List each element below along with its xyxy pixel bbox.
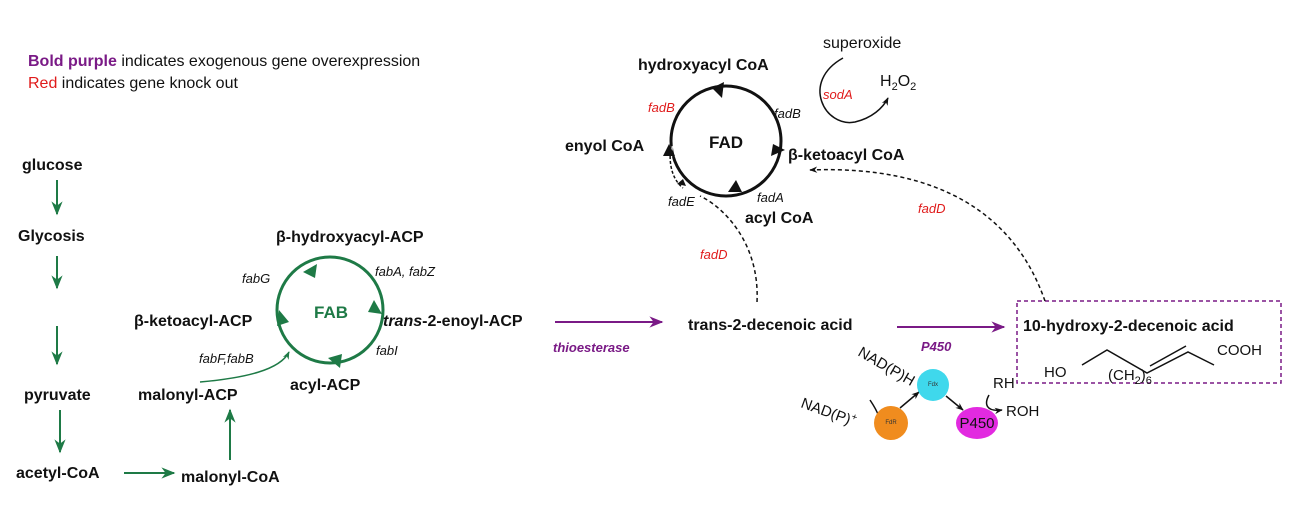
legend-line-2: Red indicates gene knock out xyxy=(28,75,238,92)
trans-2-decenoic-acid-label: trans-2-decenoic acid xyxy=(688,317,853,334)
h2o2-o: O xyxy=(898,73,910,90)
enoyl-rest: -2-enoyl-ACP xyxy=(422,313,523,330)
fdr-node xyxy=(874,406,908,440)
product-double-bond xyxy=(1149,345,1187,367)
nadph-label: NAD(P)H xyxy=(855,344,918,390)
h2o2-h: H xyxy=(880,73,892,90)
malonyl-acp-label: malonyl-ACP xyxy=(138,387,238,404)
fad-center-label: FAD xyxy=(709,133,743,152)
acyl-acp-label: acyl-ACP xyxy=(290,377,361,394)
pyruvate-label: pyruvate xyxy=(24,387,91,404)
rh-arrow xyxy=(985,394,1003,415)
fab-cycle-arrowhead-top xyxy=(303,264,317,278)
fadB-gene: fadB xyxy=(774,106,801,121)
fabG-gene: fabG xyxy=(242,271,270,286)
product-ch2: (CH2)6 xyxy=(1108,367,1152,387)
sodA-knockout-gene: sodA xyxy=(823,87,853,102)
acyl-coa-label: acyl CoA xyxy=(745,210,814,227)
p450-node xyxy=(956,407,998,439)
fadB-knockout-gene: fadB xyxy=(648,100,675,115)
fabI-gene: fabI xyxy=(376,343,398,358)
legend-bold-purple: Bold purple xyxy=(28,53,117,70)
glycosis-label: Glycosis xyxy=(18,228,85,245)
ch2-sub: 2 xyxy=(1135,375,1141,387)
ch2-close: ) xyxy=(1141,367,1146,384)
product-ho: HO xyxy=(1044,364,1067,381)
fad-cycle-arrowhead-right xyxy=(771,144,785,156)
acetyl-coa-label: acetyl-CoA xyxy=(16,465,100,482)
arrow-malonylacp-to-fab xyxy=(199,351,290,383)
thioesterase-gene: thioesterase xyxy=(553,340,630,355)
fade-arrowhead xyxy=(677,179,686,186)
fadA-gene: fadA xyxy=(757,190,784,205)
h2o2-sub-1: 2 xyxy=(892,81,898,93)
beta-hydroxyacyl-acp-label: β-hydroxyacyl-ACP xyxy=(276,229,424,246)
ch2-open: (CH xyxy=(1108,367,1135,384)
arrow-fdx-p450 xyxy=(945,395,964,411)
p450-gene: P450 xyxy=(921,339,952,354)
fab-cycle-arrowhead-left xyxy=(277,310,289,326)
nadp-plus: + xyxy=(850,412,859,424)
fad-cycle-arrowhead-top xyxy=(712,82,724,98)
product-label: 10-hydroxy-2-decenoic acid xyxy=(1023,318,1234,335)
fadD-knockout-gene-right: fadD xyxy=(918,201,945,216)
fad-cycle-arrowhead-left xyxy=(663,144,675,156)
enoyl-trans-italic: trans xyxy=(383,313,422,330)
rh-label: RH xyxy=(993,375,1015,392)
product-cooh: COOH xyxy=(1217,342,1262,359)
dashed-link-product-fad xyxy=(809,166,1046,302)
fabA-fabZ-gene: fabA, fabZ xyxy=(375,264,436,279)
superoxide-label: superoxide xyxy=(823,35,901,52)
fadE-gene: fadE xyxy=(668,194,695,209)
nadp-text: NAD(P) xyxy=(799,395,853,429)
fabF-fabB-gene: fabF,fabB xyxy=(199,351,254,366)
fad-cycle-dashed-segment xyxy=(669,145,684,189)
h2o2-label: H2O2 xyxy=(880,73,916,93)
trans-2-enoyl-acp-label: trans-2-enoyl-ACP xyxy=(383,313,523,330)
roh-label: ROH xyxy=(1006,403,1039,420)
fdx-label: Fdx xyxy=(928,382,938,388)
fdr-label: FdR xyxy=(885,420,897,426)
malonyl-coa-label: malonyl-CoA xyxy=(181,469,280,486)
hydroxyacyl-coa-label: hydroxyacyl CoA xyxy=(638,57,769,74)
fad-cycle-ring xyxy=(669,84,783,198)
legend-line-1: Bold purple indicates exogenous gene ove… xyxy=(28,53,420,70)
arrow-fdr-fdx xyxy=(899,391,920,409)
product-box xyxy=(1016,300,1282,384)
beta-ketoacyl-acp-label: β-ketoacyl-ACP xyxy=(134,313,253,330)
glucose-label: glucose xyxy=(22,157,83,174)
fab-cycle-arrowhead-right xyxy=(368,300,382,314)
p450-node-label: P450 xyxy=(959,415,994,432)
superoxide-arrow xyxy=(819,57,889,124)
fdx-node xyxy=(917,369,949,401)
h2o2-sub-2: 2 xyxy=(910,81,916,93)
fad-cycle-arrowhead-bottom xyxy=(728,180,742,192)
nadp-label: NAD(P)+ xyxy=(799,394,859,431)
fab-cycle-ring xyxy=(275,255,385,365)
fadD-knockout-gene-left: fadD xyxy=(700,247,727,262)
legend-line-2-text: indicates gene knock out xyxy=(57,75,238,92)
ch2-n: 6 xyxy=(1146,375,1152,387)
enoyl-coa-label: enyol CoA xyxy=(565,138,645,155)
legend-red: Red xyxy=(28,75,57,92)
fab-center-label: FAB xyxy=(314,303,348,322)
beta-ketoacyl-coa-label: β-ketoacyl CoA xyxy=(788,147,905,164)
fab-cycle-arrowhead-bottom xyxy=(328,354,342,368)
product-structure-chain xyxy=(1081,349,1215,374)
legend-line-1-text: indicates exogenous gene overexpression xyxy=(117,53,420,70)
